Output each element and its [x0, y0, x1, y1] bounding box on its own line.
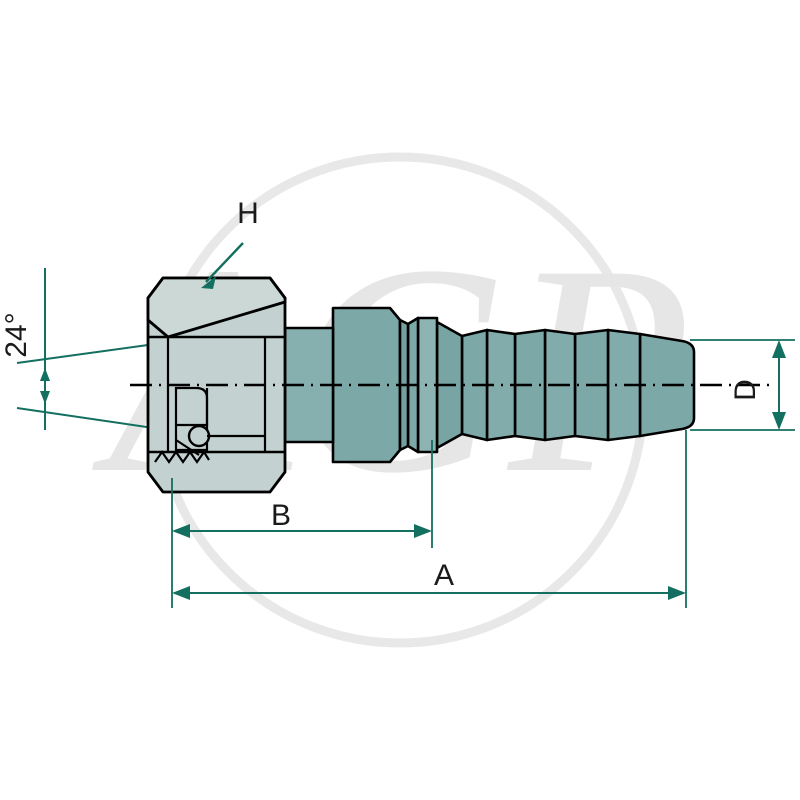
dimension-b-arrow-right [414, 524, 432, 538]
hex-leader-group [201, 242, 244, 289]
extension-lines-group [171, 339, 795, 608]
dimension-b-arrow-left [172, 524, 190, 538]
dimension-a-arrow-left [172, 586, 190, 600]
nut-seat-angle-line [175, 439, 200, 456]
nut-top-chamfer-face [146, 276, 287, 339]
hex-leader-arrowhead [201, 276, 216, 289]
dimension-b-group [172, 524, 432, 538]
dimension-d-arrow-bottom [772, 412, 786, 430]
angle-arrow-group [40, 368, 50, 404]
dimension-d-arrow-top [772, 340, 786, 358]
hex-label-h: H [237, 197, 259, 230]
angle-arrow-up [40, 368, 50, 381]
dimension-a-group [172, 586, 686, 600]
angle-arrow-stem [44, 378, 46, 394]
dimension-d-label: D [729, 379, 762, 401]
dimension-a-arrow-right [668, 586, 686, 600]
dimension-a-label: A [434, 559, 454, 592]
angle-arrow-down [40, 391, 50, 404]
angle-label-24deg: 24° [0, 312, 33, 357]
hex-leader-line [205, 242, 244, 283]
dimension-d-group [772, 340, 786, 430]
thread-zigzag [154, 450, 210, 464]
dimension-b-label: B [271, 499, 291, 532]
nut-internal-section-group [154, 386, 265, 464]
o-ring-circle [187, 424, 211, 448]
